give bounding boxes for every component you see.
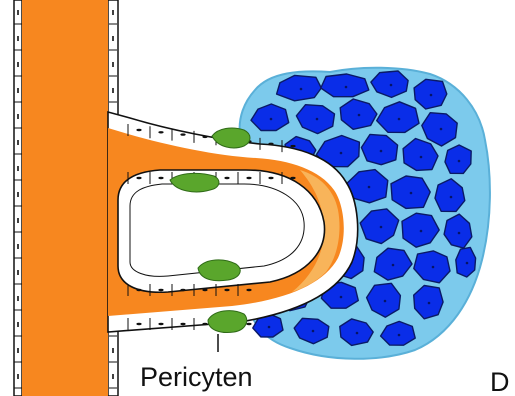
tumor-cell-nucleus [440, 128, 443, 131]
endothelial-nucleus [246, 289, 251, 291]
pericyte-4 [208, 311, 247, 333]
endothelial-nucleus [180, 289, 185, 291]
tumor-cell-nucleus [458, 232, 461, 235]
tumor-cell-nucleus [268, 326, 271, 329]
endothelial-nucleus [246, 177, 251, 179]
endothelial-nucleus [136, 177, 141, 179]
vessel-lumen [22, 0, 108, 396]
tumor-cell-nucleus [358, 114, 361, 117]
tumor-cell-nucleus [340, 296, 343, 299]
tumor-cell-nucleus [380, 226, 383, 229]
endothelial-nucleus [224, 289, 229, 291]
vessel-wall-left [14, 0, 22, 396]
tumor-cell-nucleus [390, 84, 393, 87]
endothelial-nucleus [180, 133, 185, 135]
endothelial-nucleus [246, 323, 251, 325]
tumor-cell-nucleus [466, 262, 469, 265]
tumor-cell-nucleus [340, 152, 343, 155]
tumor-cell-nucleus [312, 330, 315, 333]
endothelial-nucleus [224, 177, 229, 179]
endothelial-nucleus [202, 323, 207, 325]
endothelial-nucleus [290, 145, 295, 147]
parent-vessel [14, 0, 118, 396]
endothelial-nucleus [202, 136, 207, 138]
tumor-cell-nucleus [300, 88, 303, 91]
panel-letter: D [490, 367, 510, 396]
pericyte-3 [198, 260, 240, 281]
tumor-cell [445, 145, 471, 173]
tumor-cell-nucleus [420, 156, 423, 159]
endothelial-nucleus [158, 289, 163, 291]
tumor-cell-nucleus [398, 334, 401, 337]
tumor-cell-nucleus [384, 300, 387, 303]
endothelial-nucleus [158, 177, 163, 179]
tumor-cell-nucleus [458, 160, 461, 163]
tumor-cell-nucleus [380, 150, 383, 153]
tumor-cell-nucleus [450, 196, 453, 199]
endothelial-nucleus [290, 177, 295, 179]
endothelial-nucleus [158, 131, 163, 133]
endothelial-nucleus [136, 129, 141, 131]
tumor-cell-nucleus [430, 94, 433, 97]
tumor-cell-nucleus [420, 230, 423, 233]
tumor-cell-nucleus [432, 266, 435, 269]
tumor-cell-nucleus [392, 264, 395, 267]
endothelial-nucleus [268, 143, 273, 145]
endothelial-nucleus [202, 289, 207, 291]
tumor-cell-nucleus [345, 86, 348, 89]
tumor-cell-nucleus [410, 192, 413, 195]
tumor-cell [321, 74, 369, 97]
tumor-cell-nucleus [356, 332, 359, 335]
tumor-cell-nucleus [398, 118, 401, 121]
endothelial-nucleus [180, 323, 185, 325]
tumor-cell-nucleus [316, 118, 319, 121]
endothelial-nucleus [136, 323, 141, 325]
tumor-cell-nucleus [270, 118, 273, 121]
pericyte-label: Pericyten [140, 362, 253, 392]
endothelial-nucleus [136, 289, 141, 291]
endothelial-nucleus [158, 323, 163, 325]
tumor-cell-nucleus [368, 186, 371, 189]
endothelial-nucleus [268, 177, 273, 179]
tumor-cell-nucleus [428, 302, 431, 305]
tumor-cell [456, 247, 476, 277]
